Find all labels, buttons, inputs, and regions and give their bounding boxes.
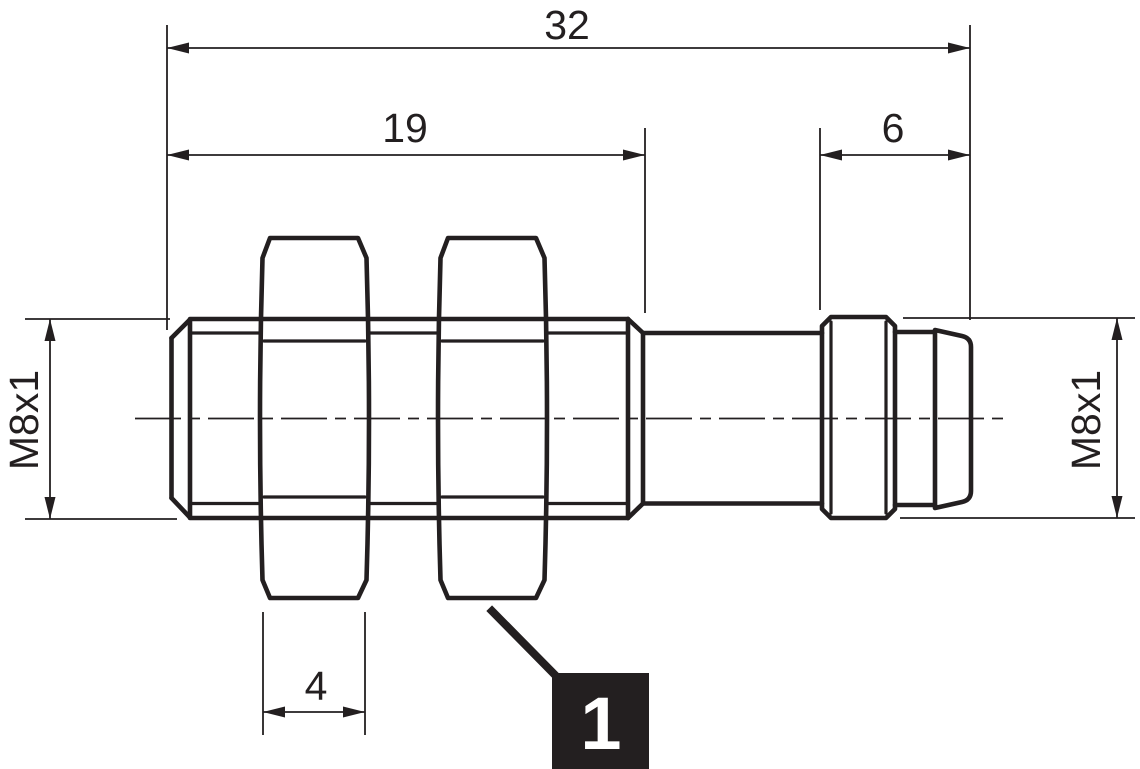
arrowhead-right [343, 706, 365, 718]
connector-end-cap [932, 327, 974, 511]
thread-size-right-label: M8x1 [1063, 370, 1109, 470]
arrowhead-left [167, 149, 189, 161]
callout-1: 1 [486, 605, 649, 769]
front-chamfer-top [169, 317, 193, 341]
arrowhead-right [948, 149, 970, 161]
hex-nut-outline [257, 235, 372, 601]
callout-leader-line [486, 605, 562, 682]
dim-thread-length-label: 19 [382, 105, 428, 151]
thread-size-left-label: M8x1 [1, 370, 47, 470]
hex-nut-outline [435, 235, 550, 601]
thread-end-chamfer-top [625, 316, 646, 336]
hex-nut-rear [435, 235, 550, 601]
sensor-body-outline [169, 314, 974, 521]
arrowhead-left [167, 42, 189, 54]
arrowhead-up [44, 319, 56, 341]
arrowhead-left [263, 706, 285, 718]
dimension-thread-size-right: M8x1 [1063, 318, 1123, 518]
arrowhead-up [1111, 318, 1123, 340]
dimension-connector-length: 6 [820, 105, 970, 161]
dim-nut-thickness-label: 4 [305, 663, 328, 709]
dimension-thread-size-left: M8x1 [1, 319, 56, 519]
hex-nut-front [257, 235, 372, 601]
connector-ring [819, 314, 898, 521]
dim-connector-length-label: 6 [882, 105, 905, 151]
dim-overall-length-label: 32 [544, 2, 590, 48]
dimension-nut-thickness: 4 [263, 663, 365, 718]
thread-end-chamfer-bottom [625, 501, 646, 521]
arrowhead-left [820, 149, 842, 161]
callout-1-label: 1 [580, 682, 621, 765]
arrowhead-down [44, 497, 56, 519]
dimension-overall-length: 32 [167, 2, 970, 54]
dimension-thread-length: 19 [167, 105, 645, 161]
front-chamfer-bottom [169, 495, 193, 520]
callout-box [552, 673, 649, 769]
arrowhead-down [1111, 496, 1123, 518]
arrowhead-right [623, 149, 645, 161]
arrowhead-right [948, 42, 970, 54]
